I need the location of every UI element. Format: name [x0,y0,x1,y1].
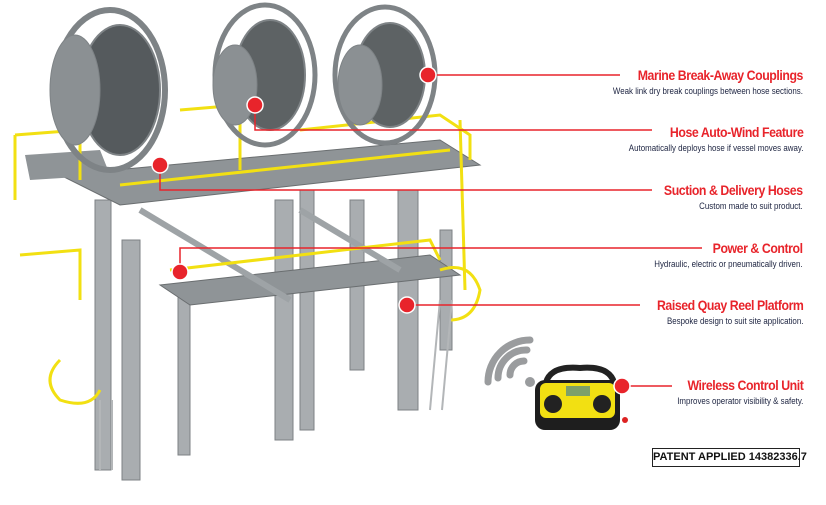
upper-deck [58,139,482,206]
callout-platform: Raised Quay Reel Platform Bespoke design… [637,297,804,326]
patent-badge: PATENT APPLIED 14382336.7 [652,448,807,467]
dot-couplings [419,66,437,84]
dot-hoses [151,156,169,174]
callout-dots [151,66,631,395]
reel-2 [212,2,318,148]
hose-reels [49,2,438,173]
dot-power [171,263,189,281]
callout-subtitle: Bespoke design to suit site application. [666,316,803,326]
callout-title: Power & Control [713,240,803,256]
yellow-railings [13,103,482,405]
side-deck [25,150,110,180]
wireless-signal-icon [484,336,534,386]
reel-1 [49,7,168,173]
dot-wireless [613,377,631,395]
platform-legs [94,189,453,481]
callout-subtitle: Improves operator visibility & safety. [676,396,803,406]
reel-3 [332,4,438,146]
callout-title: Marine Break-Away Couplings [637,67,804,83]
callout-subtitle: Hydraulic, electric or pneumatically dri… [654,259,803,269]
callout-title: Hose Auto-Wind Feature [669,124,804,140]
callout-couplings: Marine Break-Away Couplings Weak link dr… [587,67,803,96]
callout-auto-wind: Hose Auto-Wind Feature Automatically dep… [605,124,803,153]
dot-platform [398,296,416,314]
callout-title: Raised Quay Reel Platform [656,297,804,313]
callout-power: Power & Control Hydraulic, electric or p… [634,240,804,269]
lower-deck [158,254,462,306]
callout-wireless: Wireless Control Unit Improves operator … [660,377,804,406]
callout-subtitle: Weak link dry break couplings between ho… [612,86,803,96]
callout-subtitle: Automatically deploys hose if vessel mov… [628,143,803,153]
wireless-remote-illustration [535,364,628,430]
callout-title: Suction & Delivery Hoses [664,182,803,198]
callout-subtitle: Custom made to suit product. [699,201,803,211]
callout-title: Wireless Control Unit [687,377,803,393]
dot-auto-wind [246,96,264,114]
callout-hoses: Suction & Delivery Hoses Custom made to … [645,182,803,211]
